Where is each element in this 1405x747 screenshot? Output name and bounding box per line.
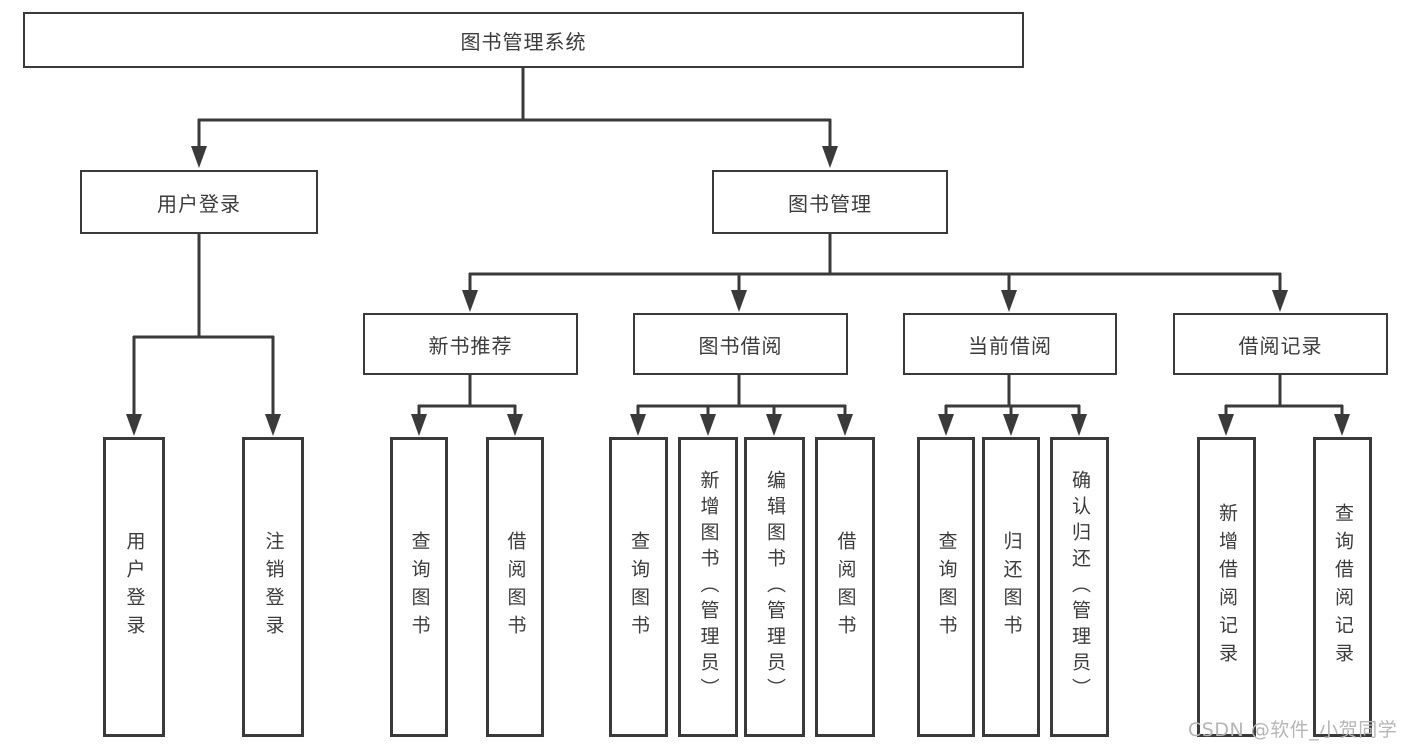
leaf-user-login: 用户登录 [103, 437, 165, 737]
node-book-borrowing-label: 图书借阅 [698, 333, 783, 358]
connector-borrowing-records-to-leaves [1218, 374, 1350, 436]
node-new-book-recommend: 新书推荐 [363, 313, 578, 375]
connector-book-management-to-level3 [462, 233, 1288, 312]
node-book-management: 图书管理 [712, 170, 948, 234]
leaf-current-return-books-label: 归还图书 [1000, 531, 1023, 643]
node-borrowing-records: 借阅记录 [1173, 313, 1388, 375]
csdn-watermark: CSDN @软件_小贺同学 [1188, 719, 1398, 741]
node-borrowing-records-label: 借阅记录 [1238, 333, 1323, 358]
connector-user-login-to-leaves [126, 233, 281, 436]
leaf-borrowing-add-books-admin: 新增图书（管理员） [678, 437, 738, 737]
leaf-borrowing-borrow-books: 借阅图书 [815, 437, 875, 737]
node-user-login: 用户登录 [80, 170, 318, 234]
leaf-recommend-query-books-label: 查询图书 [408, 531, 431, 643]
leaf-borrowing-add-books-admin-label: 新增图书（管理员） [697, 470, 720, 704]
leaf-recommend-query-books: 查询图书 [390, 437, 448, 737]
leaf-current-confirm-return-admin-label: 确认归还（管理员） [1069, 470, 1091, 704]
leaf-records-add-record-label: 新增借阅记录 [1216, 503, 1238, 671]
leaf-current-return-books: 归还图书 [982, 437, 1040, 737]
leaf-records-add-record: 新增借阅记录 [1197, 437, 1256, 737]
node-current-borrowing-label: 当前借阅 [968, 333, 1052, 358]
leaf-recommend-borrow-books-label: 借阅图书 [504, 531, 527, 643]
leaf-current-query-books: 查询图书 [917, 437, 975, 737]
leaf-recommend-borrow-books: 借阅图书 [486, 437, 544, 737]
node-user-login-label: 用户登录 [157, 191, 241, 216]
leaf-borrowing-borrow-books-label: 借阅图书 [834, 531, 857, 643]
node-library-management-system-label: 图书管理系统 [460, 29, 587, 54]
connector-book-borrowing-to-leaves [630, 374, 853, 436]
leaf-borrowing-query-books: 查询图书 [609, 437, 668, 737]
connector-root-to-level2 [191, 68, 838, 168]
leaf-logout-label: 注销登录 [262, 531, 285, 643]
node-book-management-label: 图书管理 [788, 191, 872, 216]
connector-new-book-recommend-to-leaves [411, 374, 523, 436]
leaf-logout: 注销登录 [242, 437, 304, 737]
connector-current-borrowing-to-leaves [938, 374, 1087, 436]
node-book-borrowing: 图书借阅 [633, 313, 848, 375]
leaf-borrowing-edit-books-admin: 编辑图书（管理员） [744, 437, 805, 737]
leaf-records-query-record: 查询借阅记录 [1313, 437, 1372, 737]
leaf-user-login-label: 用户登录 [123, 531, 146, 643]
leaf-current-confirm-return-admin: 确认归还（管理员） [1050, 437, 1109, 737]
leaf-records-query-record-label: 查询借阅记录 [1332, 503, 1354, 671]
leaf-current-query-books-label: 查询图书 [935, 531, 958, 643]
node-new-book-recommend-label: 新书推荐 [428, 333, 513, 358]
node-current-borrowing: 当前借阅 [903, 313, 1117, 375]
node-library-management-system: 图书管理系统 [23, 12, 1024, 68]
leaf-borrowing-query-books-label: 查询图书 [628, 531, 650, 643]
leaf-borrowing-edit-books-admin-label: 编辑图书（管理员） [764, 470, 786, 704]
